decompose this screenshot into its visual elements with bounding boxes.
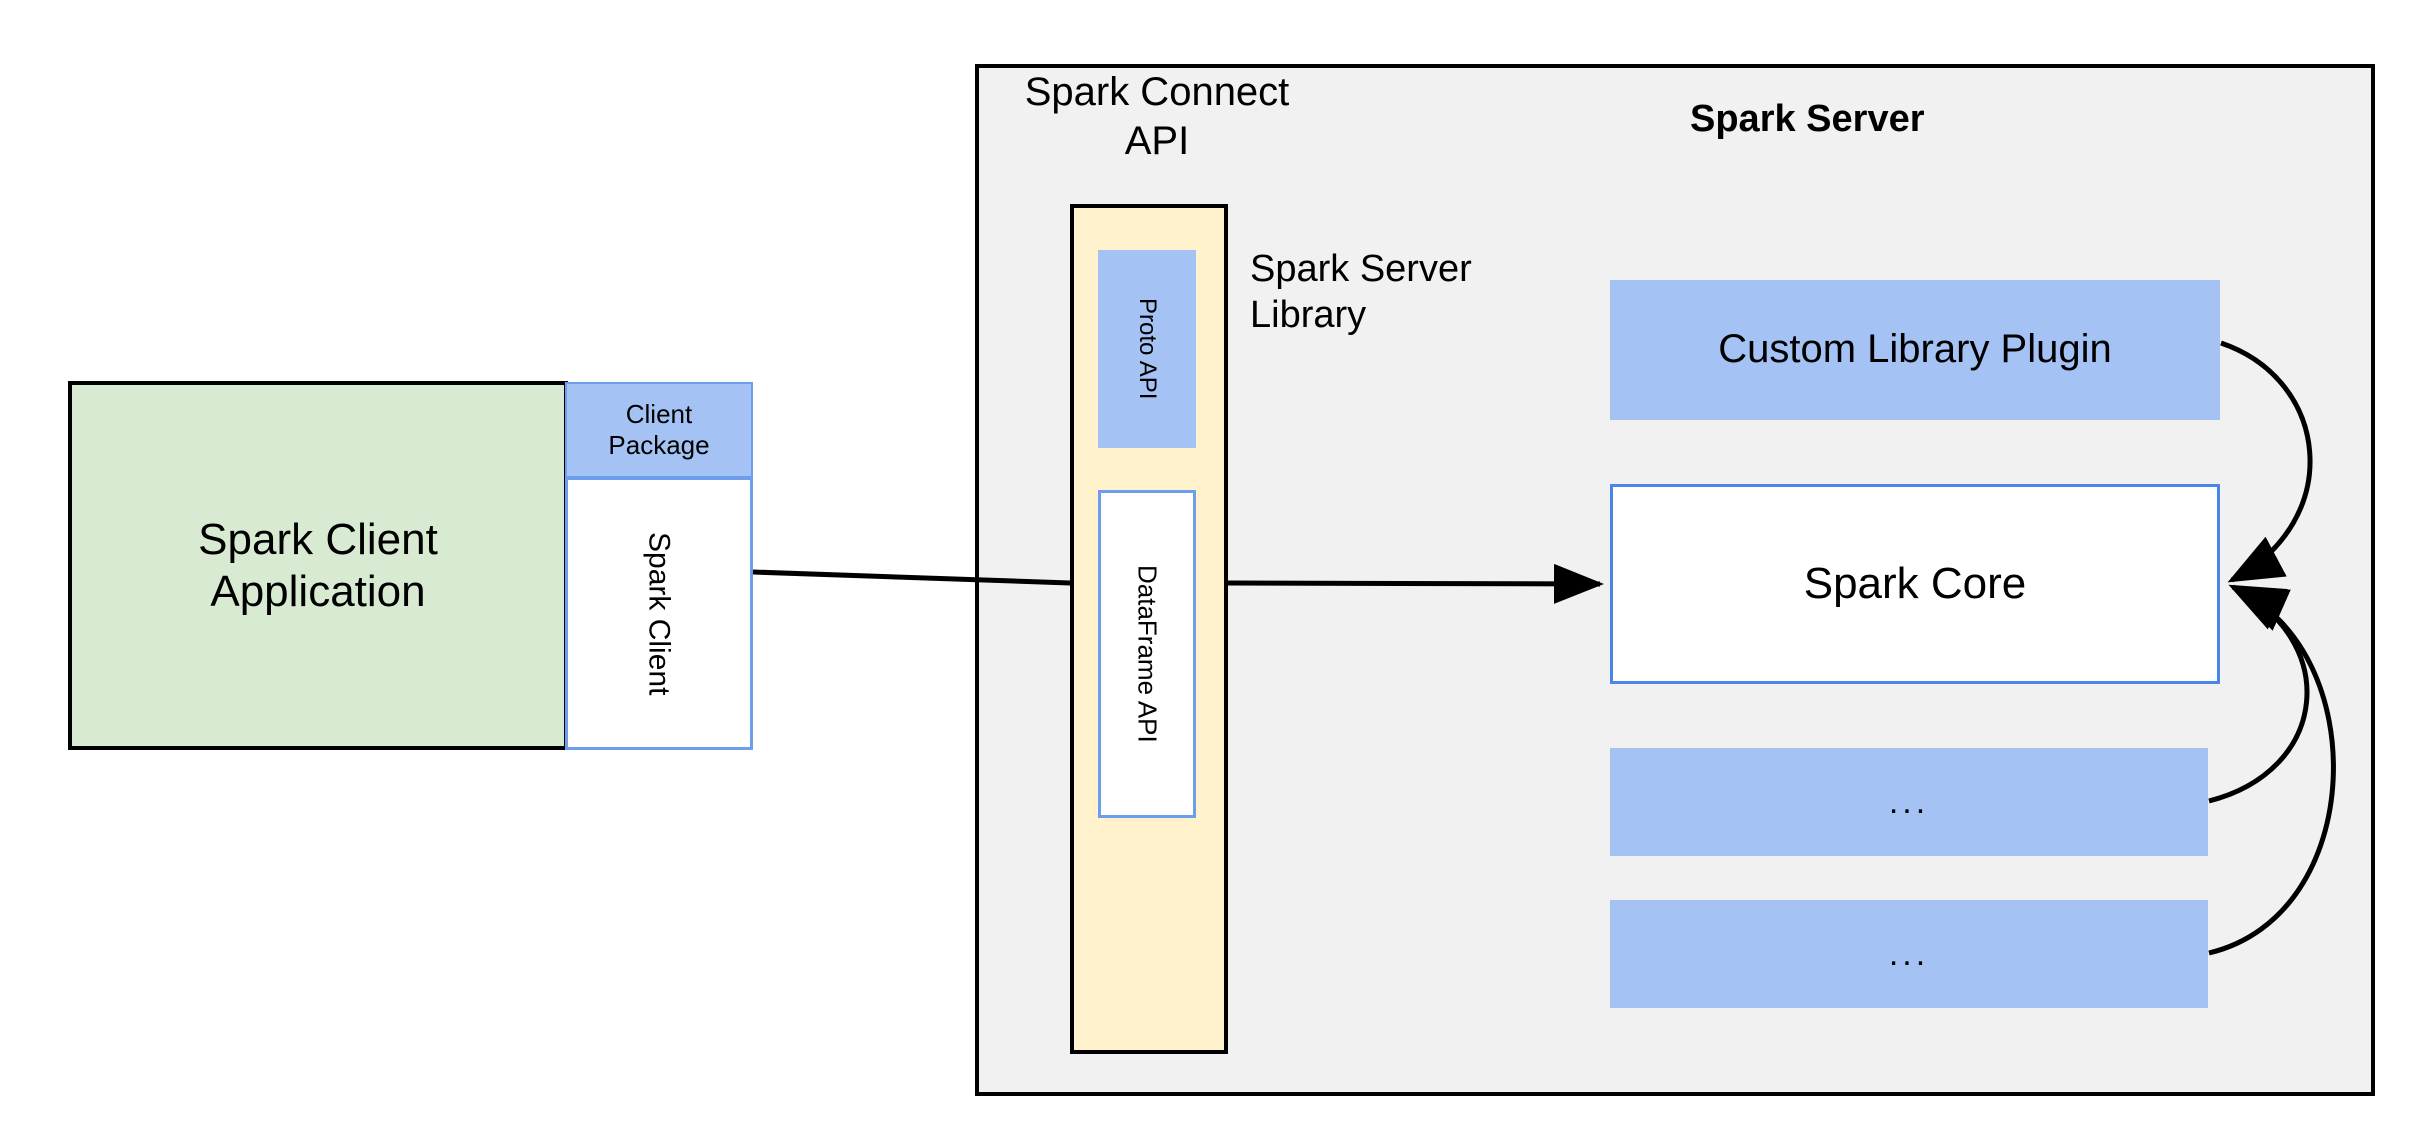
- dataframe-api-label: DataFrame API: [1132, 565, 1163, 743]
- client-package-box[interactable]: Client Package: [565, 382, 753, 478]
- spark-client-application-label-line-1: Spark Client: [198, 514, 438, 564]
- spark-connect-api-label: Spark Connect API: [1012, 68, 1302, 178]
- spark-server-library-label: Spark Server Library: [1250, 246, 1580, 356]
- spark-core-label: Spark Core: [1803, 559, 2027, 609]
- proto-api-label: Proto API: [1134, 298, 1162, 400]
- proto-api-box[interactable]: Proto API: [1098, 250, 1196, 448]
- spark-client-application-label-line-2: Application: [210, 566, 426, 616]
- client-package-label-line-2: Package: [608, 430, 710, 460]
- server-module-ellipsis-1-label: ...: [1888, 782, 1930, 821]
- spark-server-title: Spark Server: [1690, 98, 1925, 140]
- spark-client-box[interactable]: Spark Client: [565, 477, 753, 750]
- spark-core-box[interactable]: Spark Core: [1610, 484, 2220, 684]
- spark-server-library-label-line-1: Spark Server: [1250, 248, 1472, 290]
- spark-connect-api-label-line-2: API: [1124, 118, 1190, 163]
- spark-server-library-label-line-2: Library: [1250, 294, 1367, 337]
- dataframe-api-box[interactable]: DataFrame API: [1098, 490, 1196, 818]
- client-package-label-line-1: Client: [625, 399, 693, 430]
- server-module-ellipsis-1[interactable]: ...: [1610, 748, 2208, 856]
- custom-library-plugin-label: Custom Library Plugin: [1718, 327, 2112, 372]
- spark-connect-api-label-line-1: Spark Connect: [1024, 70, 1290, 114]
- spark-client-application-box[interactable]: Spark Client Application: [68, 381, 568, 750]
- custom-library-plugin-box[interactable]: Custom Library Plugin: [1610, 280, 2220, 420]
- server-module-ellipsis-2-label: ...: [1888, 934, 1930, 973]
- spark-client-label: Spark Client: [642, 531, 676, 696]
- server-module-ellipsis-2[interactable]: ...: [1610, 900, 2208, 1008]
